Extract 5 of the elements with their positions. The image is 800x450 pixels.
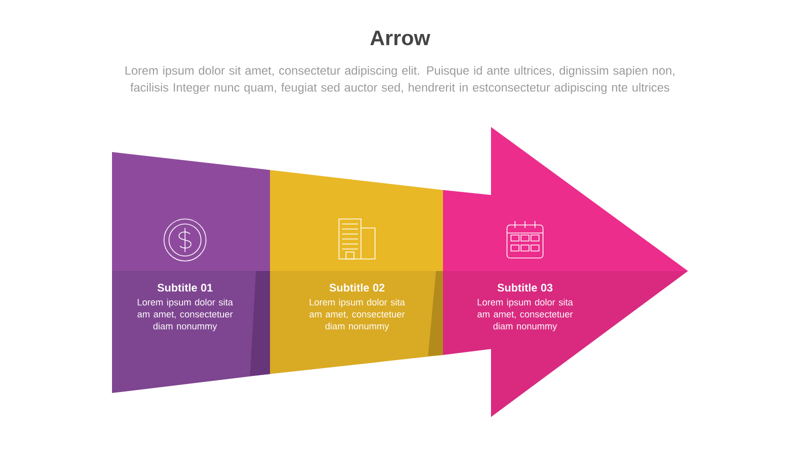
arrow-segment: Subtitle 01 Lorem ipsum dolor sita am amet, consectetuer diam nonummy [112, 152, 270, 393]
title: Arrow [370, 30, 430, 46]
arrow-segment: Subtitle 02 Lorem ipsum dolor sita am amet, consectetuer diam nonummy [270, 170, 443, 374]
arrow-segment: Subtitle 03 Lorem ipsum dolor sita am amet, consectetuer diam nonummy [443, 127, 688, 417]
subtitle-text: Lorem ipsum dolor sit amet, consectetur adipiscing elit. Puisque id ante ultrices, dignissim sapien non, facilisis Integer nunc quam, feugiat sed auctor sed, hendrerit in estconsectetur adipiscing nte ultrices [126, 66, 674, 94]
